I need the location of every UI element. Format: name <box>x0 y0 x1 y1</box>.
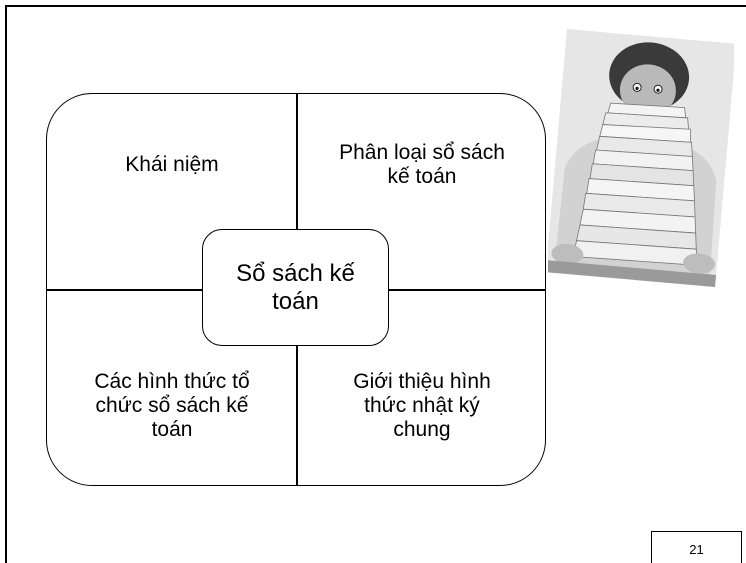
right-hand <box>683 253 715 274</box>
concept-matrix: Khái niệm Phân loại sổ sách kế toán Các … <box>46 93 546 486</box>
desk <box>548 260 717 287</box>
frame-left-border <box>5 5 7 563</box>
quadrant-bottom-left: Các hình thức tổ chức sổ sách kế toán <box>94 370 250 441</box>
page-number: 21 <box>651 531 742 563</box>
left-hand <box>551 243 584 265</box>
center-topic-box: Sổ sách kế toán <box>202 229 389 346</box>
person-behind-paper-stack-icon <box>548 29 734 287</box>
quadrant-top-right: Phân loại sổ sách kế toán <box>339 141 505 188</box>
face <box>619 64 676 117</box>
paper-stack <box>572 102 698 266</box>
quadrant-bottom-right: Giới thiệu hình thức nhật ký chung <box>353 370 491 441</box>
frame-top-border <box>5 5 746 7</box>
quadrant-top-left: Khái niệm <box>125 153 219 176</box>
